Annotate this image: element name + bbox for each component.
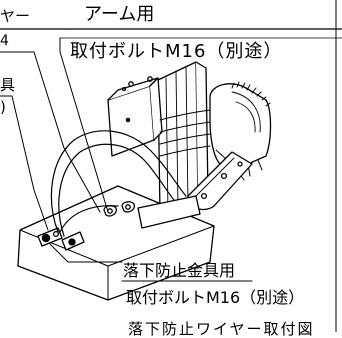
gear-teeth: [231, 81, 271, 107]
wire-leader-line: [0, 51, 101, 213]
motor-housing: [209, 83, 272, 181]
fall-prevention-wire: [50, 130, 187, 237]
arm-leader-line: [59, 37, 109, 213]
fall-prevention-label: 落下防止金具用: [123, 261, 236, 280]
wire-label-fragment: ヤー: [0, 7, 31, 25]
fall-leader-diagonal: [49, 243, 69, 263]
left-tool-label: 具: [0, 76, 16, 94]
control-box: [107, 76, 163, 157]
fall-prevention-bracket: [37, 227, 85, 251]
arm-label-header: アーム用: [84, 4, 155, 25]
tool-leader-line: [0, 95, 49, 231]
fall-bolt-label: 取付ボルトM16（別途）: [126, 288, 305, 307]
caption-fragment: 落下防止ワイヤー取付図: [128, 320, 315, 338]
left-paren-label: ): [0, 98, 6, 116]
left-number-label: 4: [0, 33, 9, 49]
column-band: [159, 109, 211, 157]
arm-bolt-label: 取付ボルトM16（別途）: [70, 41, 283, 62]
